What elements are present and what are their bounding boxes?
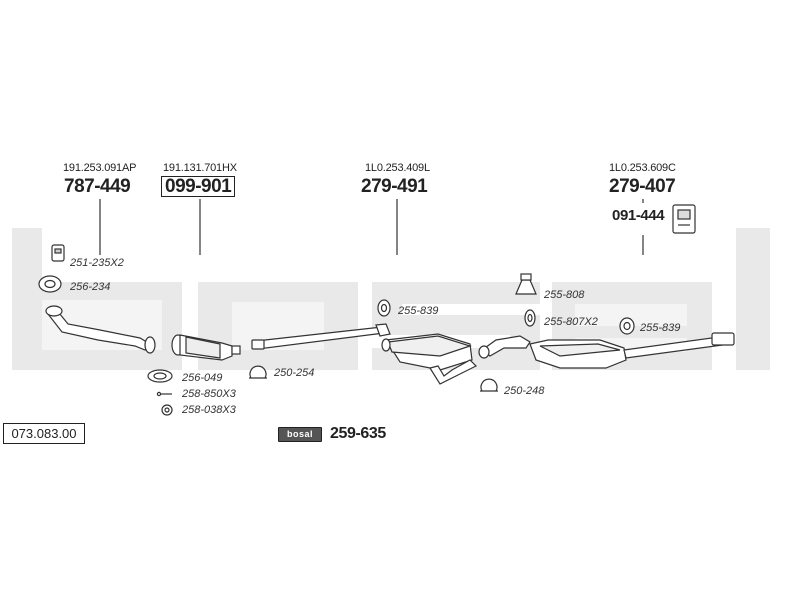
accessory-label[interactable]: 256-234 [70,281,111,293]
accessory-label[interactable]: 255-808 [544,289,585,301]
rubber-ring-icon [619,317,635,335]
catalytic-converter-icon [171,334,241,361]
accessory-label[interactable]: 256-049 [182,372,223,384]
hanger-bracket-icon [672,204,696,234]
accessory-label[interactable]: 250-248 [504,385,545,397]
accessory-label[interactable]: 255-807X2 [544,316,598,328]
oem-number: 191.131.701HX [163,162,237,174]
rubber-hanger-icon [377,299,391,317]
nut-icon [161,404,173,416]
middle-pipe-icon [251,323,391,350]
part-number[interactable]: 099-901 [161,176,236,197]
front-pipe-icon [45,305,156,354]
oem-number: 191.253.091AP [63,162,137,174]
bolt-icon [156,391,172,397]
gasket-icon [38,275,62,293]
center-muffler-icon [381,333,478,385]
clip-icon [51,244,65,262]
accessory-label[interactable]: 251-235X2 [70,257,124,269]
part-number[interactable]: 091-444 [612,207,665,224]
clamp-icon [249,365,267,379]
rubber-hanger-icon [524,309,536,327]
accessory-label[interactable]: 258-038X3 [182,404,236,416]
accessory-label[interactable]: 255-839 [398,305,439,317]
gasket-icon [147,369,173,383]
kit-number[interactable]: 259-635 [330,425,386,442]
rear-muffler-icon [478,332,735,369]
clamp-icon [480,378,498,392]
part-number[interactable]: 279-491 [361,176,428,197]
accessory-label[interactable]: 258-850X3 [182,388,236,400]
oem-number: 1L0.253.409L [365,162,430,174]
part-number[interactable]: 787-449 [64,176,131,197]
bosal-logo: bosal [278,427,322,442]
part-number[interactable]: 279-407 [609,176,676,197]
oem-number: 1L0.253.609C [609,162,676,174]
reference-number: 073.083.00 [3,423,85,444]
accessory-label[interactable]: 250-254 [274,367,315,379]
accessory-label[interactable]: 255-839 [640,322,681,334]
rubber-mount-icon [515,273,537,295]
